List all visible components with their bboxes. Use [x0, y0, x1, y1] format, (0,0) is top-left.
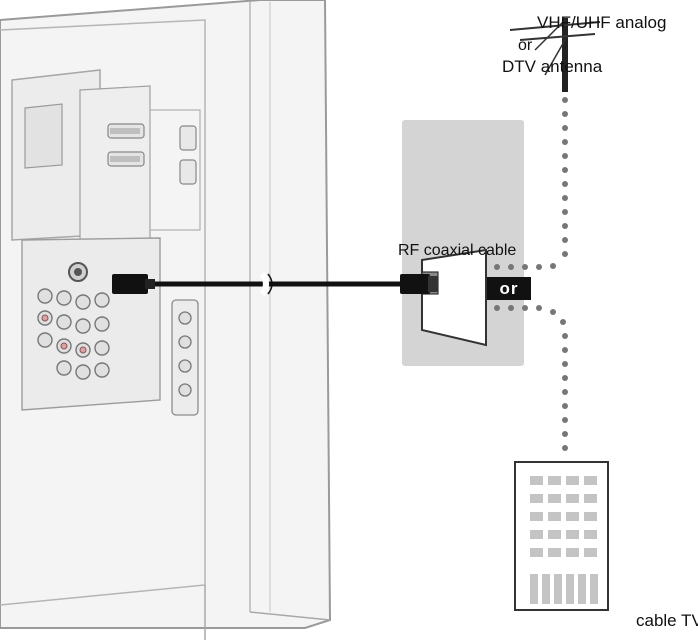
rf-coaxial-cable — [112, 272, 438, 296]
cable-tv-dotted-line — [494, 305, 568, 451]
antenna-dotted-line — [494, 97, 568, 270]
antenna-label-line1: VHF/UHF analog — [537, 13, 667, 32]
antenna-icon — [509, 18, 601, 92]
antenna-label-line2: DTV antenna — [502, 57, 603, 76]
wall-outlet — [421, 248, 487, 347]
or-badge: or — [487, 277, 531, 300]
antenna-label-or: or — [518, 37, 533, 54]
tv-back-panel — [0, 0, 332, 640]
cable-label: RF coaxial cable — [398, 242, 517, 259]
cable-tv-label: cable TV — [636, 611, 698, 630]
cable-tv-building-icon — [514, 461, 609, 611]
